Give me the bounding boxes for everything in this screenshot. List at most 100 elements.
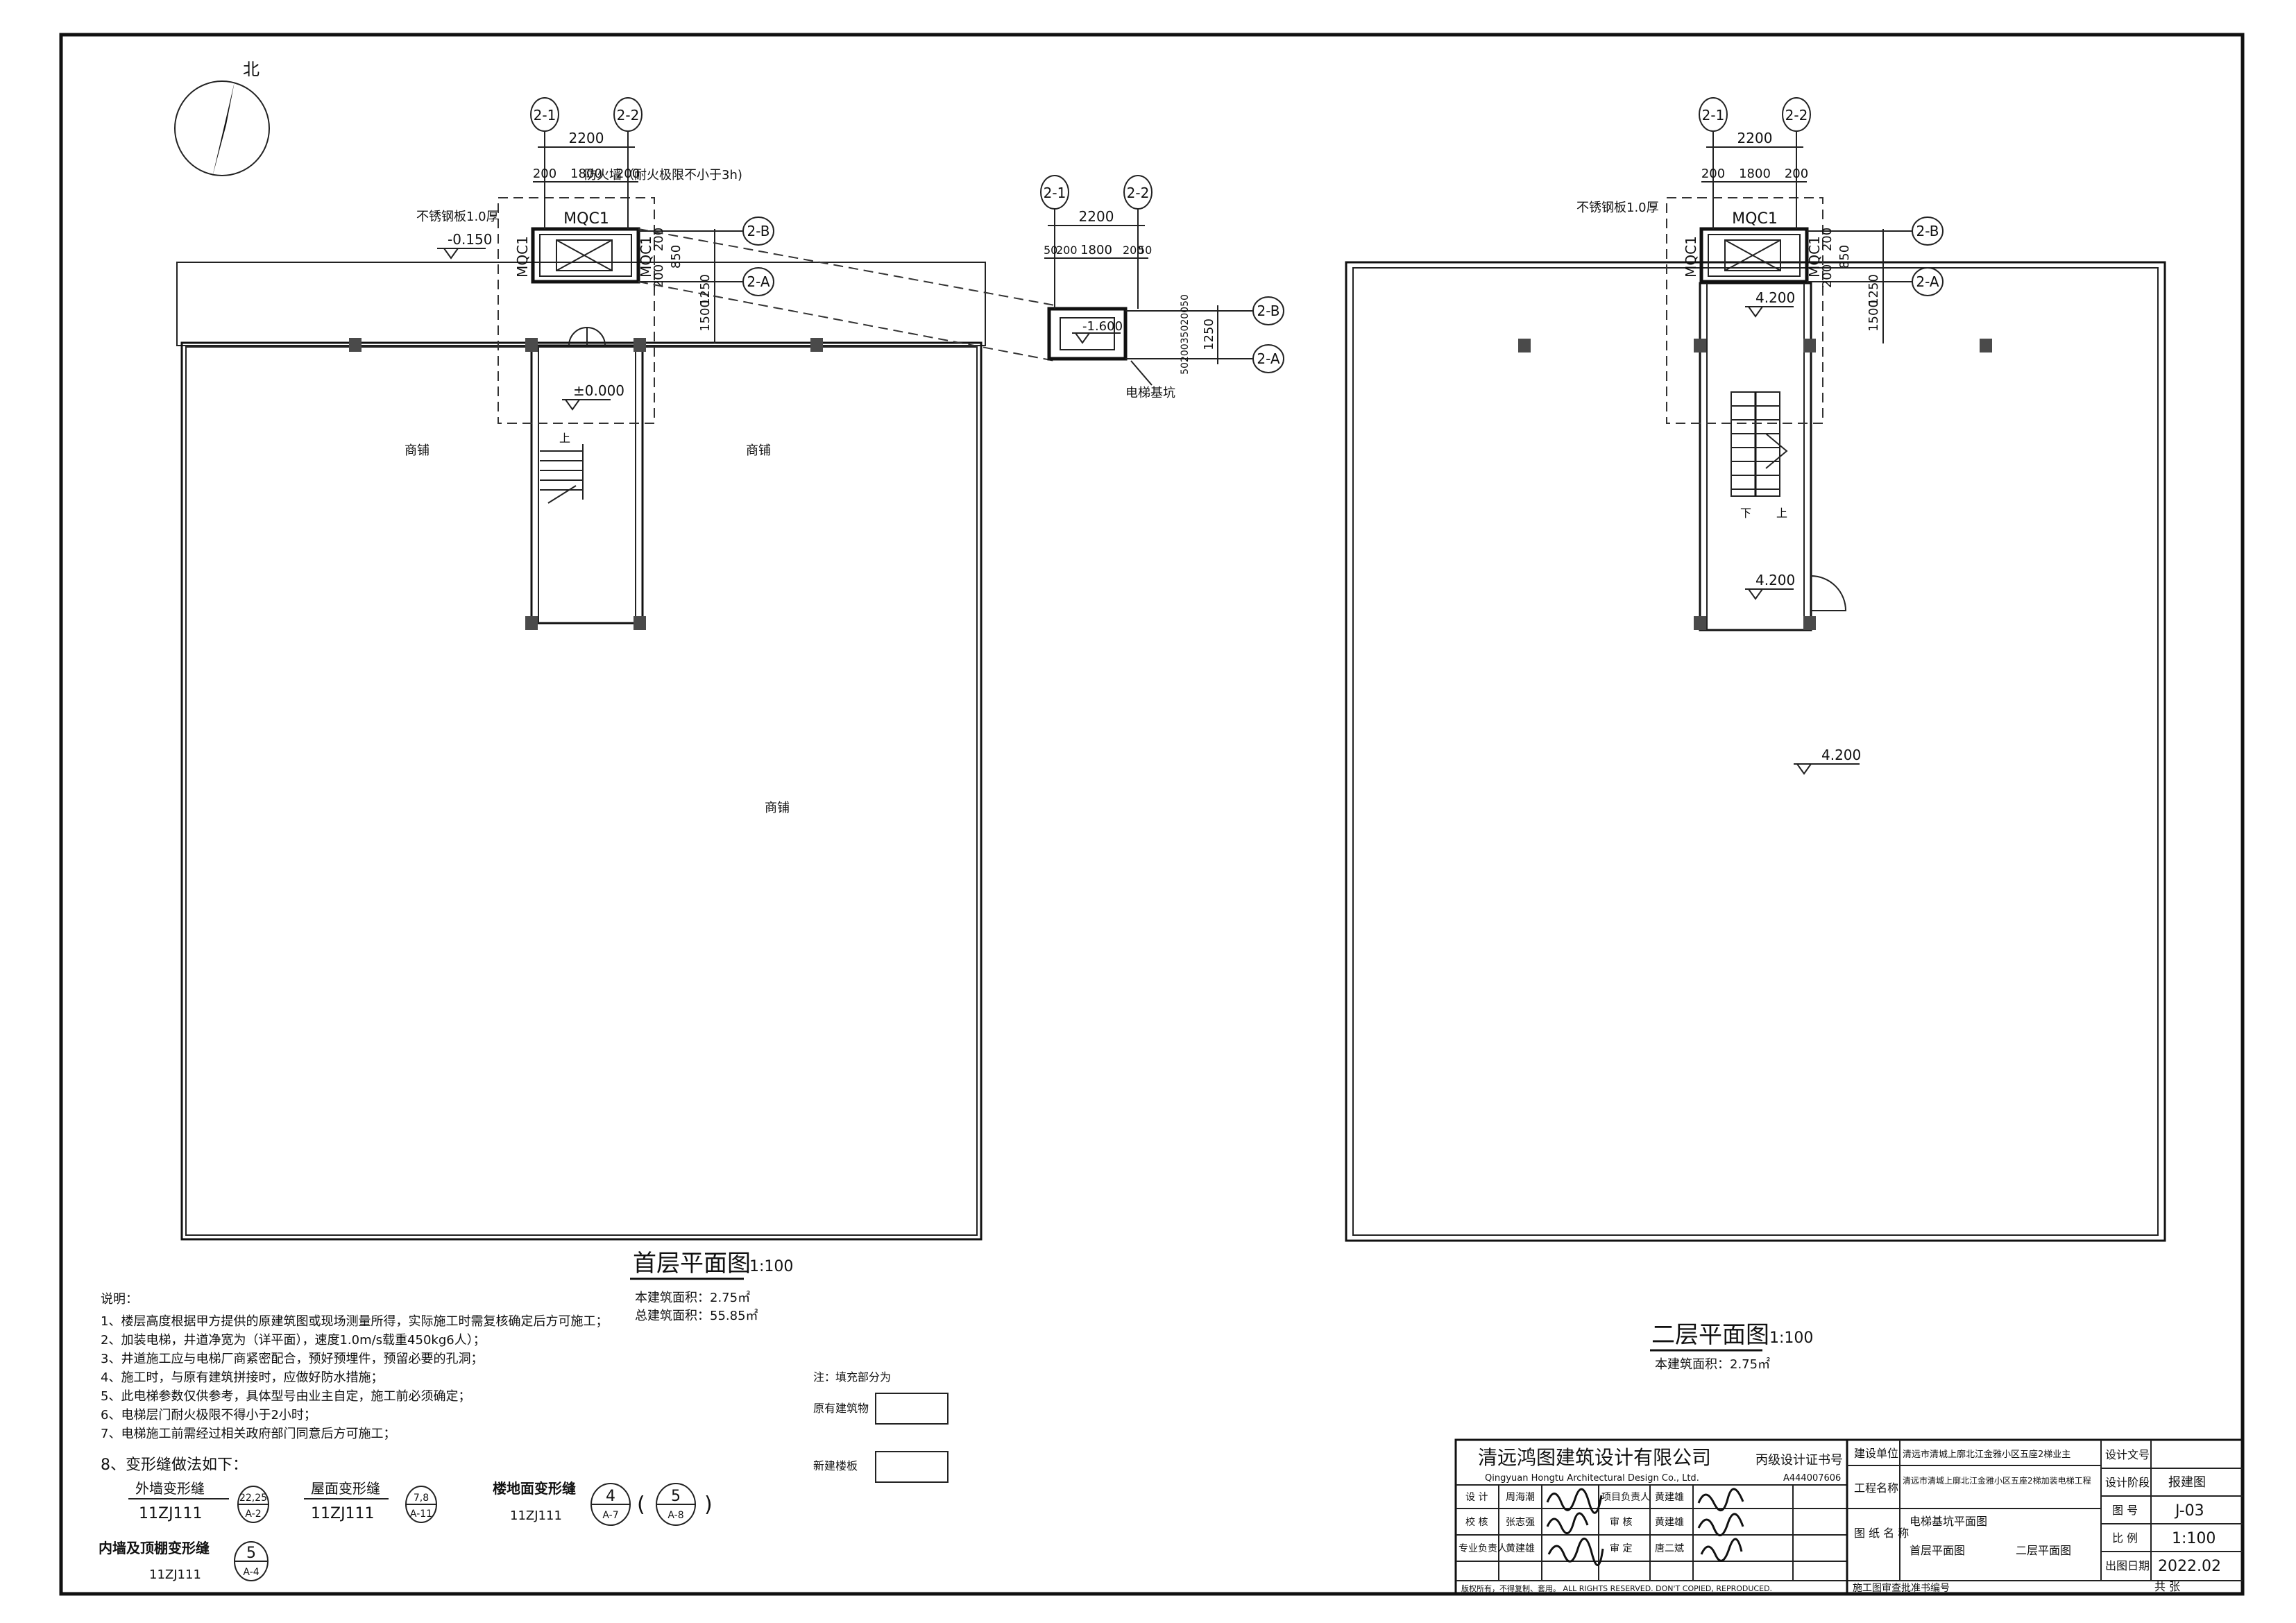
stage-value: 报建图 (2168, 1475, 2206, 1490)
signature-marks (1546, 1488, 1744, 1566)
svg-text:4: 4 (606, 1488, 615, 1505)
axis-bubble-2-1: 2-1 (530, 97, 559, 229)
title-block: 清远鸿图建筑设计有限公司 Qingyuan Hongtu Architectur… (1454, 1438, 2244, 1595)
svg-text:MQC1: MQC1 (1683, 236, 1699, 278)
review-number-label: 施工图审查批准书编号 (1853, 1583, 1950, 1594)
svg-text:A-7: A-7 (602, 1510, 618, 1521)
joint-floor: 楼地面变形缝 11ZJ111 4 A-7 ( 5 A-8 ) (493, 1480, 713, 1526)
elevator-car-icon (556, 239, 613, 271)
svg-text:7,8: 7,8 (414, 1493, 429, 1504)
svg-text:楼地面变形缝: 楼地面变形缝 (493, 1480, 576, 1497)
svg-text:1800: 1800 (570, 167, 602, 181)
firewall-note: 防火墙（耐火极限不小于3h) (584, 168, 742, 182)
project-value: 清远市清城上廓北江金雅小区五座2梯加装电梯工程 (1903, 1475, 2091, 1486)
svg-text:2-A: 2-A (1257, 350, 1280, 367)
svg-text:2-A: 2-A (1916, 273, 1939, 290)
company-name-cn: 清远鸿图建筑设计有限公司 (1478, 1446, 1711, 1469)
svg-text:2-B: 2-B (1257, 303, 1280, 319)
svg-text:设 计: 设 计 (1465, 1492, 1488, 1503)
svg-text:共 张: 共 张 (2154, 1580, 2180, 1593)
svg-text:A-8: A-8 (667, 1510, 683, 1521)
elevator-shaft (531, 227, 640, 284)
client-value: 清远市清城上廓北江金雅小区五座2梯业主 (1903, 1449, 2070, 1460)
note-item-8: 8、变形缝做法如下： (101, 1456, 248, 1474)
joint-outer-wall: 外墙变形缝 11ZJ111 22,25 A-2 (128, 1480, 269, 1523)
door-swing-icon (1810, 575, 1847, 611)
svg-text:22,25: 22,25 (239, 1493, 267, 1504)
svg-text:200: 200 (533, 167, 556, 181)
svg-text:5: 5 (671, 1488, 681, 1505)
svg-text:200: 200 (1820, 264, 1835, 288)
fill-legend: 注：填充部分为 原有建筑物 新建楼板 (813, 1370, 949, 1483)
steel-note-2: 不锈钢板1.0厚 (1576, 201, 1659, 215)
axis-bubble-2-A: 2-A (638, 267, 774, 296)
svg-text:200: 200 (1056, 244, 1078, 257)
svg-text:200: 200 (616, 167, 640, 181)
svg-text:注：填充部分为: 注：填充部分为 (813, 1370, 891, 1384)
svg-text:1250: 1250 (698, 274, 713, 306)
stair-up-label-2: 上 (1776, 507, 1787, 520)
axis-bubble-2-2-b: 2-2 (1782, 97, 1811, 229)
stair-symbol (540, 444, 584, 504)
svg-text:1500: 1500 (1866, 300, 1881, 332)
room-label-shop-center: 商铺 (765, 801, 790, 815)
plan1-title: 首层平面图 (633, 1250, 751, 1277)
legend-existing-label: 原有建筑物 (813, 1402, 869, 1415)
svg-text:项目负责人: 项目负责人 (1601, 1492, 1650, 1503)
axis-bubble-2-B-b: 2-B (1807, 216, 1944, 246)
svg-text:比 例: 比 例 (2112, 1531, 2138, 1545)
pit-plan: -1.600 2-1 2-2 2200 50 200 1800 200 50 2… (1040, 175, 1284, 400)
side-label-left: MQC1 (514, 236, 531, 278)
svg-text:外墙变形缝: 外墙变形缝 (135, 1480, 205, 1497)
pit-axis-2-B: 2-B (1125, 296, 1284, 325)
svg-text:11ZJ111: 11ZJ111 (139, 1505, 203, 1522)
legend-new-swatch (875, 1451, 949, 1483)
notes-block: 说明： 1、楼层高度根据甲方提供的原建筑图或现场测量所得，实际施工时需复核确定后… (99, 1292, 713, 1582)
plan2-area-new: 本建筑面积：2.75㎡ (1655, 1357, 1770, 1372)
svg-text:黄建雄: 黄建雄 (1655, 1516, 1684, 1528)
steel-note: 不锈钢板1.0厚 (416, 210, 499, 224)
pit-outline (1047, 307, 1128, 361)
sheet-border (59, 33, 2245, 1596)
svg-text:11ZJ111: 11ZJ111 (510, 1509, 562, 1523)
svg-text:图 号: 图 号 (2112, 1504, 2138, 1517)
north-label: 北 (243, 60, 260, 79)
svg-text:): ) (704, 1493, 713, 1517)
svg-text:审 定: 审 定 (1610, 1543, 1632, 1554)
svg-text:1250: 1250 (1866, 274, 1881, 306)
pit-elevation: -1.600 (1082, 319, 1123, 334)
room-label-shop-left: 商铺 (405, 443, 430, 458)
svg-text:850: 850 (1837, 245, 1852, 269)
elevation-top: -0.150 (448, 231, 492, 248)
pit-axis-2-A: 2-A (1125, 344, 1284, 373)
room-label-shop-right: 商铺 (746, 443, 771, 458)
dim-total: 2200 (569, 130, 604, 146)
svg-text:2-2: 2-2 (617, 107, 640, 124)
svg-text:2200: 2200 (1079, 208, 1114, 225)
svg-text:校 核: 校 核 (1465, 1516, 1488, 1528)
svg-text:2-1: 2-1 (1044, 185, 1066, 201)
svg-text:850: 850 (669, 245, 683, 269)
joint-roof: 屋面变形缝 11ZJ111 7,8 A-11 (304, 1480, 437, 1523)
svg-text:2-2: 2-2 (1127, 185, 1150, 201)
drawing-name-3: 二层平面图 (2016, 1544, 2071, 1557)
second-floor-plan: 下 上 2-1 2-2 2-B (1345, 97, 2166, 1372)
svg-text:设计文号: 设计文号 (2105, 1448, 2150, 1461)
elevation-floor: ±0.000 (573, 382, 624, 399)
elevation-3: 4.200 (1821, 747, 1861, 763)
ground-floor-plan: 2-1 2-2 2-B 2-A 2200 200 1800 200 1250 1… (176, 97, 1055, 1323)
svg-text:200: 200 (652, 264, 666, 288)
note-item: 1、楼层高度根据甲方提供的原建筑图或现场测量所得，实际施工时需复核确定后方可施工… (101, 1314, 608, 1329)
axis-bubble-2-2: 2-2 (613, 97, 643, 229)
svg-text:周海潮: 周海潮 (1506, 1492, 1535, 1503)
side-label-right: MQC1 (638, 236, 654, 278)
svg-text:出图日期: 出图日期 (2105, 1559, 2150, 1572)
svg-text:工程名称: 工程名称 (1854, 1481, 1898, 1495)
svg-text:2-2: 2-2 (1785, 107, 1808, 124)
svg-text:200: 200 (1123, 244, 1144, 257)
note-item: 7、电梯施工前需经过相关政府部门同意后方可施工； (101, 1427, 396, 1441)
svg-text:A-2: A-2 (245, 1509, 261, 1520)
legend-new-label: 新建楼板 (813, 1459, 858, 1472)
svg-text:11ZJ111: 11ZJ111 (149, 1567, 201, 1582)
svg-text:MQC1: MQC1 (1806, 236, 1823, 278)
